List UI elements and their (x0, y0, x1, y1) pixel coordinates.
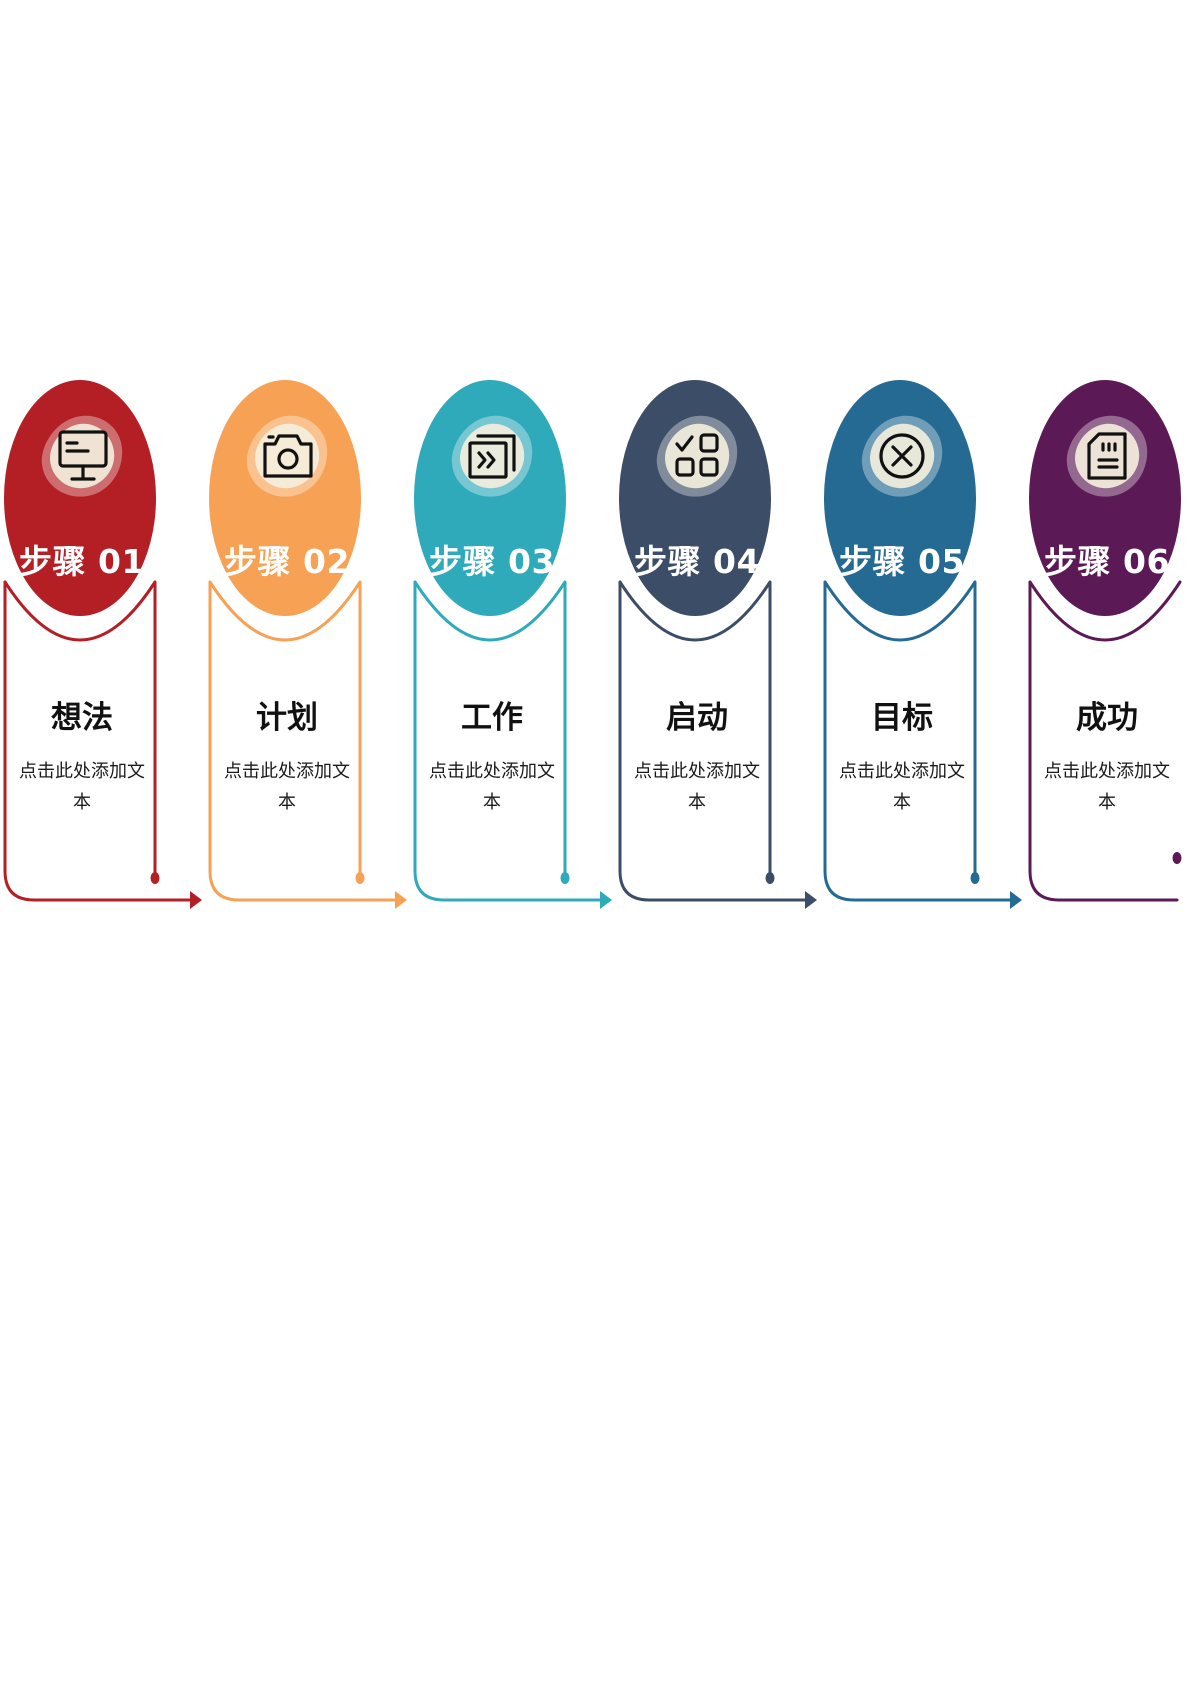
step-end-dot (970, 872, 980, 884)
step-connector-line (208, 580, 397, 902)
step-description[interactable]: 点击此处添加文本 (224, 761, 350, 813)
step-end-dot (355, 872, 365, 884)
step-frame (618, 380, 817, 909)
step-connector-line (1028, 580, 1182, 902)
step-3: 步骤 03 工作 点击此处添加文本 (412, 380, 617, 950)
step-arrowhead (395, 891, 407, 909)
step-label: 步骤 05 (839, 542, 965, 581)
step-badge (209, 380, 361, 616)
step-title[interactable]: 目标 (871, 700, 933, 736)
step-description[interactable]: 点击此处添加文本 (1044, 761, 1170, 813)
step-description[interactable]: 点击此处添加文本 (429, 761, 555, 813)
step-end-dot (765, 872, 775, 884)
step-arrowhead (190, 891, 202, 909)
step-label: 步骤 06 (1044, 542, 1170, 581)
step-arrowhead (805, 891, 817, 909)
step-description[interactable]: 点击此处添加文本 (839, 761, 965, 813)
step-title[interactable]: 工作 (461, 700, 523, 736)
step-description[interactable]: 点击此处添加文本 (634, 761, 760, 813)
step-label: 步骤 02 (224, 542, 350, 581)
step-connector-line (823, 580, 1012, 902)
camera-icon (241, 410, 333, 502)
step-title[interactable]: 计划 (256, 700, 318, 736)
icon-blob-inner (255, 423, 320, 489)
step-badge (619, 380, 771, 616)
step-4: 步骤 04 启动 点击此处添加文本 (617, 380, 822, 950)
step-5: 步骤 05 目标 点击此处添加文本 (822, 380, 1027, 950)
step-title[interactable]: 启动 (666, 700, 728, 736)
monitor-icon (36, 410, 128, 502)
sd-card-icon (1061, 410, 1153, 502)
step-frame (3, 380, 202, 909)
step-connector-line (413, 580, 602, 902)
checklist-grid-icon (651, 410, 743, 502)
step-frame (1028, 380, 1182, 902)
step-arrowhead (600, 891, 612, 909)
step-6: 步骤 06 成功 点击此处添加文本 (1027, 380, 1191, 950)
step-end-dot (150, 872, 160, 884)
step-2: 步骤 02 计划 点击此处添加文本 (207, 380, 412, 950)
step-arrowhead (1010, 891, 1022, 909)
step-badge (824, 380, 976, 616)
step-frame (208, 380, 407, 909)
close-circle-icon (856, 410, 948, 502)
icon-blob-inner (665, 423, 730, 489)
step-frame (413, 380, 612, 909)
step-title[interactable]: 成功 (1076, 700, 1138, 736)
step-description[interactable]: 点击此处添加文本 (19, 761, 145, 813)
icon-blob-inner (50, 423, 115, 489)
step-badge (414, 380, 566, 616)
step-badge (4, 380, 156, 616)
step-end-dot (1172, 852, 1182, 864)
forward-window-icon (446, 410, 538, 502)
step-connector-line (3, 580, 192, 902)
step-frame (823, 380, 1022, 909)
step-label: 步骤 01 (19, 542, 145, 581)
step-label: 步骤 03 (429, 542, 555, 581)
step-end-dot (560, 872, 570, 884)
step-title[interactable]: 想法 (51, 700, 113, 736)
step-connector-line (618, 580, 807, 902)
step-badge (1029, 380, 1181, 616)
step-1: 步骤 01 想法 点击此处添加文本 (2, 380, 207, 950)
step-label: 步骤 04 (634, 542, 760, 581)
